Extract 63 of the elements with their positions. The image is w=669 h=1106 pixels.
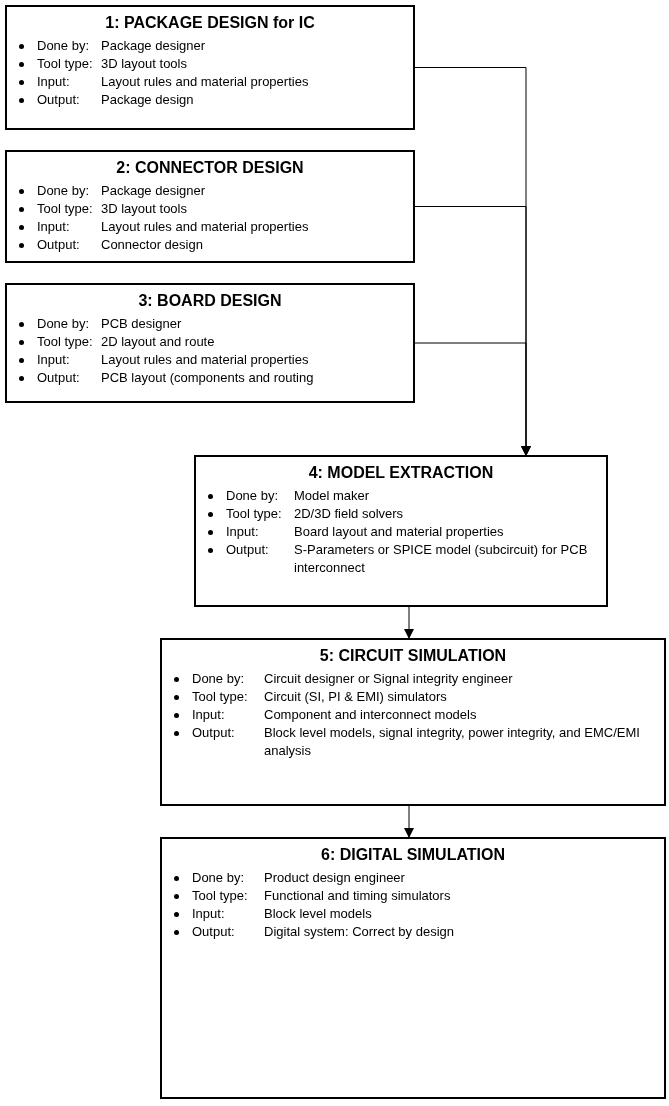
field-value: Functional and timing simulators bbox=[264, 887, 452, 905]
field-label: Input: bbox=[226, 523, 260, 541]
field-label: Tool type: bbox=[192, 887, 249, 905]
connector-arrow bbox=[404, 805, 414, 838]
process-box bbox=[160, 837, 666, 1099]
field-value: Circuit (SI, PI & EMI) simulators bbox=[264, 688, 448, 706]
field-value: Model maker bbox=[294, 487, 371, 505]
field-value: Connector design bbox=[101, 236, 204, 254]
field-value: 2D/3D field solvers bbox=[294, 505, 405, 523]
box-heading: 3: BOARD DESIGN bbox=[137, 291, 283, 311]
field-value: Package designer bbox=[101, 182, 207, 200]
process-box bbox=[160, 638, 666, 806]
field-value: Block level models bbox=[264, 905, 373, 923]
field-value: Layout rules and material properties bbox=[101, 73, 310, 91]
field-value: Product design engineer bbox=[264, 869, 406, 887]
box-heading: 4: MODEL EXTRACTION bbox=[307, 463, 495, 483]
connector-arrow bbox=[404, 606, 414, 639]
field-value: Layout rules and material properties bbox=[101, 351, 310, 369]
field-label: Done by: bbox=[37, 182, 91, 200]
process-box bbox=[5, 5, 415, 130]
field-value: Component and interconnect models bbox=[264, 706, 478, 724]
process-box bbox=[5, 283, 415, 403]
box-heading: 1: PACKAGE DESIGN for IC bbox=[104, 13, 316, 33]
field-label: Done by: bbox=[192, 670, 246, 688]
field-label: Input: bbox=[37, 218, 71, 236]
field-label: Input: bbox=[37, 351, 71, 369]
field-value: Board layout and material properties bbox=[294, 523, 505, 541]
field-label: Done by: bbox=[37, 37, 91, 55]
field-value: 3D layout tools bbox=[101, 200, 188, 218]
field-label: Output: bbox=[192, 923, 236, 941]
field-label: Tool type: bbox=[37, 55, 94, 73]
field-value: Block level models, signal integrity, power integrity, and EMC/EMI analysis bbox=[264, 724, 641, 760]
field-label: Input: bbox=[192, 905, 226, 923]
field-label: Done by: bbox=[226, 487, 280, 505]
field-label: Done by: bbox=[192, 869, 246, 887]
field-label: Output: bbox=[192, 724, 236, 742]
field-label: Tool type: bbox=[37, 200, 94, 218]
field-value: Layout rules and material properties bbox=[101, 218, 310, 236]
field-label: Tool type: bbox=[37, 333, 94, 351]
field-value: 3D layout tools bbox=[101, 55, 188, 73]
field-label: Output: bbox=[226, 541, 270, 559]
field-value: PCB designer bbox=[101, 315, 183, 333]
field-label: Tool type: bbox=[192, 688, 249, 706]
field-label: Input: bbox=[37, 73, 71, 91]
field-label: Output: bbox=[37, 369, 81, 387]
box-heading: 2: CONNECTOR DESIGN bbox=[115, 158, 305, 178]
field-value: Package design bbox=[101, 91, 195, 109]
connector-arrow bbox=[414, 342, 531, 456]
field-label: Done by: bbox=[37, 315, 91, 333]
field-value: Digital system: Correct by design bbox=[264, 923, 455, 941]
field-label: Tool type: bbox=[226, 505, 283, 523]
process-box bbox=[5, 150, 415, 263]
field-value: Circuit designer or Signal integrity engineer bbox=[264, 670, 514, 688]
field-value: Package designer bbox=[101, 37, 207, 55]
box-heading: 6: DIGITAL SIMULATION bbox=[320, 845, 506, 865]
field-value: S-Parameters or SPICE model (subcircuit) for PCB interconnect bbox=[294, 541, 589, 577]
field-label: Output: bbox=[37, 236, 81, 254]
field-label: Input: bbox=[192, 706, 226, 724]
box-heading: 5: CIRCUIT SIMULATION bbox=[318, 646, 508, 666]
field-value: 2D layout and route bbox=[101, 333, 216, 351]
process-box bbox=[194, 455, 608, 607]
field-label: Output: bbox=[37, 91, 81, 109]
field-value: PCB layout (components and routing bbox=[101, 369, 315, 387]
